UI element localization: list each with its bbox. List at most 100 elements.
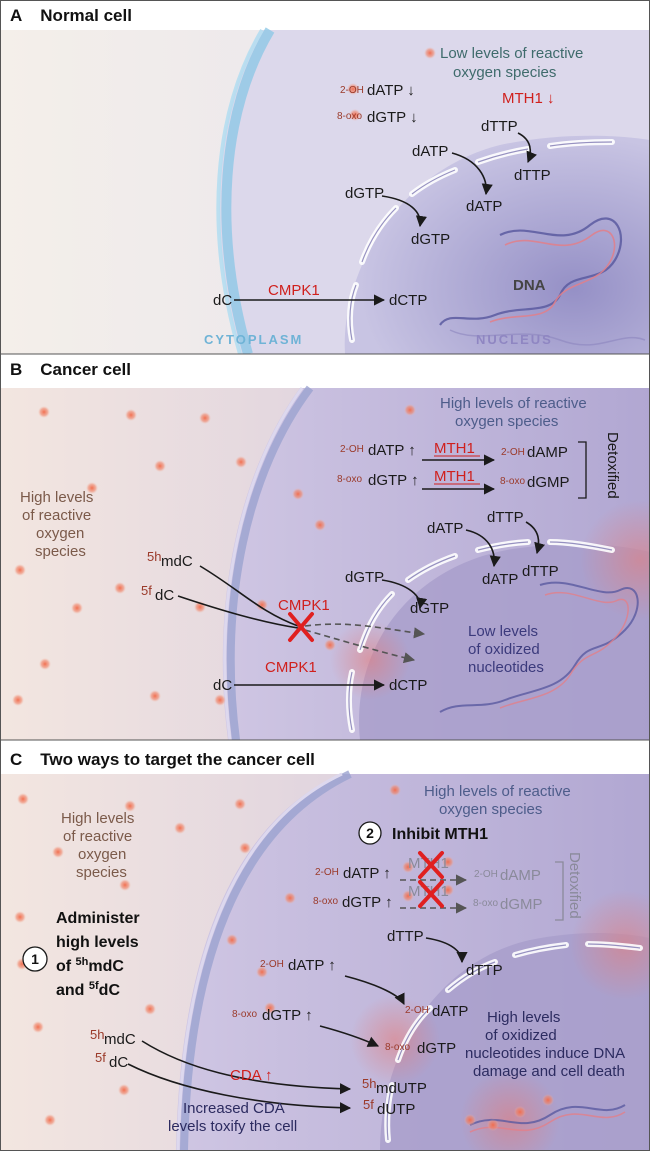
panel-b-dttp-in: dTTP: [522, 563, 559, 580]
ros-dot: [71, 602, 83, 614]
panel-b-sfdc: dC: [155, 587, 174, 604]
ros-dot: [234, 798, 246, 810]
panel-c-step2: 2 Inhibit MTH1: [358, 821, 488, 845]
panel-a-title: A Normal cell: [10, 6, 132, 25]
panel-b-dctp: dCTP: [389, 677, 427, 694]
ros-dot: [442, 884, 454, 896]
panel-b-detoxified-bracket: [578, 441, 587, 499]
panel-a-dttp-out: dTTP: [481, 118, 518, 135]
panel-b-ros-dots: [12, 404, 416, 706]
panel-c-cda-note-1: Increased CDA: [183, 1100, 285, 1117]
step2-badge: [358, 821, 382, 845]
panel-c-sfdc: dC: [109, 1054, 128, 1071]
panel-c-high-ox-2: of oxidized: [485, 1027, 557, 1044]
panel-c-oxodgtp3: dGTP: [417, 1040, 456, 1057]
panel-c-shmdutp-sup: 5h: [362, 1076, 376, 1091]
panel-c-ohdatp3-prefix: 2-OH: [405, 1005, 429, 1016]
panel-c-ohdatp-prefix: 2-OH: [315, 867, 339, 878]
panel-b-low-ox-3: nucleotides: [468, 659, 544, 676]
ros-dot: [17, 793, 29, 805]
panel-b-low-ox-1: Low levels: [468, 623, 538, 640]
panel-b-shmdc: mdC: [161, 553, 193, 570]
panel-c-shmdc-sup: 5h: [90, 1027, 104, 1042]
panel-a-nucleus-label: NUCLEUS: [476, 332, 553, 347]
step2-number: 2: [366, 825, 374, 841]
ros-dot: [514, 1106, 526, 1118]
panel-c-detoxified: Detoxified: [566, 852, 583, 919]
step1-line-4: and 5fdC: [56, 980, 120, 999]
ros-dot: [256, 599, 268, 611]
panel-a-cytoplasm-label: CYTOPLASM: [204, 332, 303, 347]
panel-a-cmpk1: CMPK1: [268, 282, 320, 299]
panel-c: C Two ways to target the cancer cell High…: [0, 740, 650, 1151]
panel-c-sfdutp-sup: 5f: [363, 1097, 374, 1112]
ros-dot: [442, 856, 454, 868]
ros-dot: [32, 1021, 44, 1033]
panel-c-oxodgtp2-prefix: 8-oxo: [232, 1009, 257, 1020]
panel-a-dgtp-in: dGTP: [411, 231, 450, 248]
ros-dot: [39, 658, 51, 670]
panel-b-oxodgtp: dGTP ↑: [368, 472, 419, 489]
panel-c-oxodgtp2: dGTP ↑: [262, 1007, 313, 1024]
panel-c-oxodgtp: dGTP ↑: [342, 894, 393, 911]
panel-c-title: C Two ways to target the cancer cell: [10, 750, 315, 769]
ros-dot: [144, 1003, 156, 1015]
ros-dot: [542, 1094, 554, 1106]
panel-c-block-x-1: [418, 851, 444, 879]
panel-a-ros-label-1: Low levels of reactive: [440, 45, 583, 62]
panel-c-ohdatp: dATP ↑: [343, 865, 391, 882]
step1-line-3: of 5hmdC: [56, 956, 124, 975]
ros-dot: [404, 404, 416, 416]
ros-dot: [38, 406, 50, 418]
ros-dot: [235, 456, 247, 468]
panel-b-title-text: Cancer cell: [40, 360, 131, 379]
ros-dot: [118, 1084, 130, 1096]
panel-c-detoxified-bracket: [555, 861, 564, 921]
panel-c-ohdatp2-prefix: 2-OH: [260, 959, 284, 970]
panel-c-ros-out-1: High levels: [61, 810, 134, 827]
panel-a-datp-in: dATP: [466, 198, 502, 215]
panel-c-step1: 1 Administer high levels of 5hmdC and 5f…: [22, 910, 140, 999]
panel-b-ros-out-3: oxygen: [36, 525, 84, 542]
panel-b-datp-out: dATP: [427, 520, 463, 537]
panel-a-letter: A: [10, 6, 22, 25]
panel-b-ros-out-2: of reactive: [22, 507, 91, 524]
panel-b-ohdatp-prefix: 2-OH: [340, 444, 364, 455]
ros-dot: [214, 694, 226, 706]
panel-c-sfdc-sup: 5f: [95, 1050, 106, 1065]
panel-a-title-text: Normal cell: [40, 6, 132, 25]
panel-c-letter: C: [10, 750, 22, 769]
ros-dot: [86, 482, 98, 494]
panel-c-shmdutp: mdUTP: [376, 1080, 427, 1097]
ros-dot: [12, 694, 24, 706]
ros-dot: [264, 1002, 276, 1014]
step1-line-2: high levels: [56, 934, 139, 951]
panel-c-ohdatp3: dATP: [432, 1003, 468, 1020]
ros-dot: [347, 83, 359, 95]
panel-a-dgtp-out: dGTP: [345, 185, 384, 202]
panel-b-ros-out-1: High levels: [20, 489, 93, 506]
panel-c-shmdc: mdC: [104, 1031, 136, 1048]
panel-b-ros-in-1: High levels of reactive: [440, 395, 587, 412]
ros-dot: [324, 639, 336, 651]
ros-dot: [292, 488, 304, 500]
panel-b-oxodgmp: dGMP: [527, 474, 570, 491]
panel-c-title-text: Two ways to target the cancer cell: [40, 750, 315, 769]
ros-dot: [199, 412, 211, 424]
panel-a-dttp-in: dTTP: [514, 167, 551, 184]
panel-c-ros-out-4: species: [76, 864, 127, 881]
panel-c-oxodgmp: dGMP: [500, 896, 543, 913]
panel-b-cell-membrane: [226, 385, 314, 741]
ros-dot: [52, 846, 64, 858]
ros-dot: [14, 564, 26, 576]
ros-dot: [124, 800, 136, 812]
panel-c-dttp-in: dTTP: [466, 962, 503, 979]
panel-b-block-x: [288, 612, 314, 642]
panel-b-ros-in-2: oxygen species: [455, 413, 558, 430]
panel-a-datp-out: dATP: [412, 143, 448, 160]
panel-c-sfdutp: dUTP: [377, 1101, 415, 1118]
ros-dot: [487, 1119, 499, 1131]
